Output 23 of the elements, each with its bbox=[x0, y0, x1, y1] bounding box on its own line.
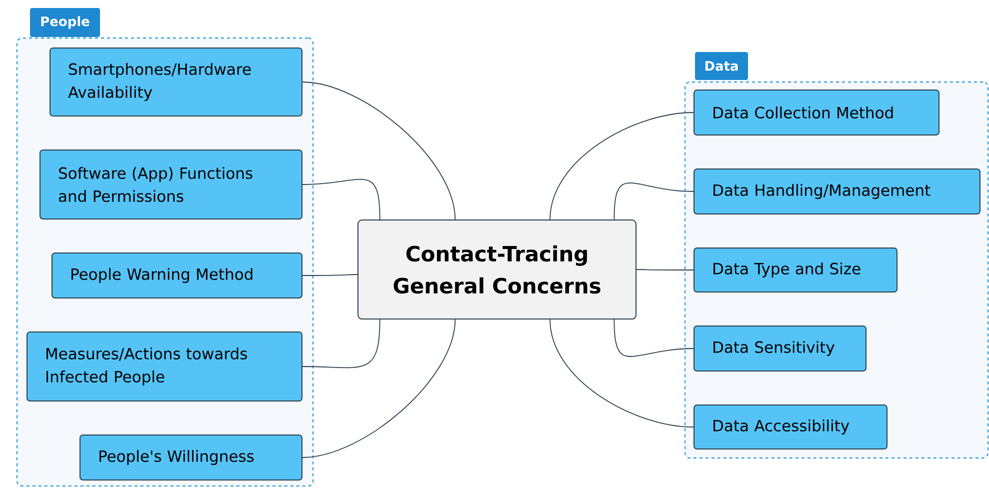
connector-line bbox=[302, 179, 380, 220]
topic-box: Software (App) Functions and Permissions bbox=[40, 150, 302, 220]
connector-line bbox=[614, 319, 694, 357]
group-tab: Data bbox=[695, 52, 748, 80]
topic-box: Data Handling/Management bbox=[694, 168, 980, 214]
connector-line bbox=[302, 274, 358, 276]
connector-line bbox=[302, 82, 456, 220]
topic-box: People Warning Method bbox=[52, 252, 302, 298]
topic-box: Data Sensitivity bbox=[694, 326, 866, 372]
central-topic-box: Contact-Tracing General Concerns bbox=[358, 220, 636, 320]
connector-line bbox=[550, 112, 694, 220]
topic-box: Data Type and Size bbox=[694, 248, 898, 292]
topic-box: Measures/Actions towards Infected People bbox=[26, 332, 302, 402]
connector-line bbox=[302, 319, 456, 458]
topic-box: People's Willingness bbox=[80, 434, 302, 480]
topic-box: Data Collection Method bbox=[694, 90, 940, 136]
connector-line bbox=[550, 319, 694, 428]
connector-line bbox=[302, 319, 380, 368]
connector-line bbox=[636, 269, 694, 270]
group-tab: People bbox=[30, 8, 100, 37]
topic-box: Data Accessibility bbox=[694, 404, 888, 450]
topic-box: Smartphones/Hardware Availability bbox=[50, 48, 302, 116]
connector-line bbox=[614, 182, 694, 220]
